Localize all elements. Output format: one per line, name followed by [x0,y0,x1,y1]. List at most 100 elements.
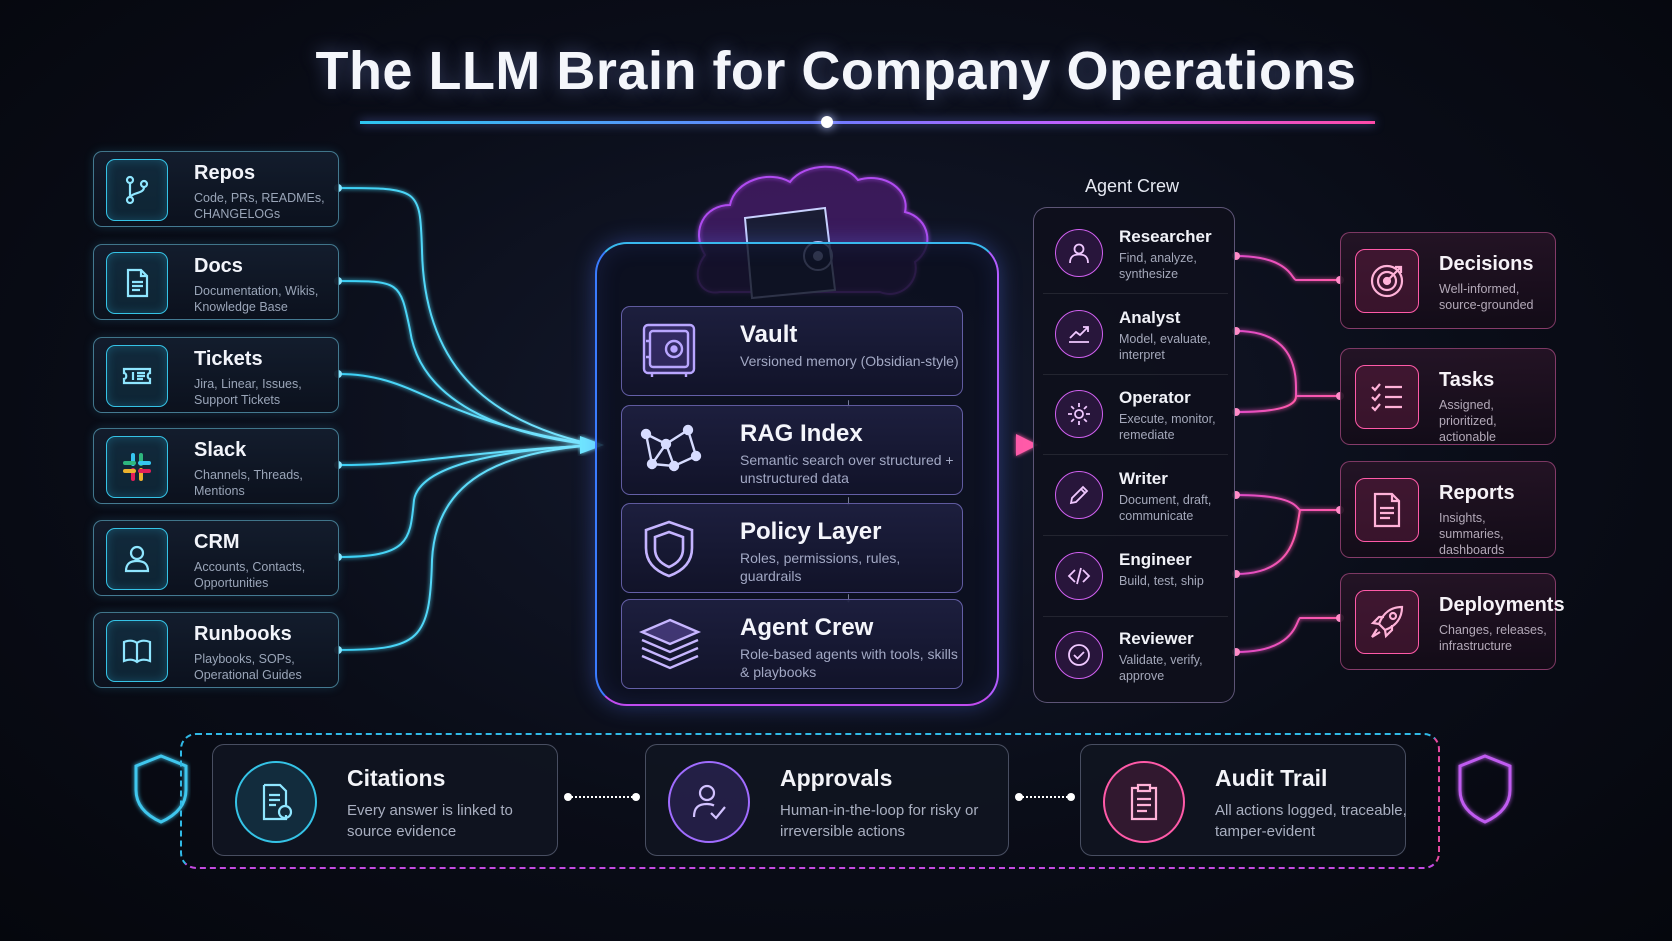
agent-engineer: Engineer Build, test, ship [1043,538,1228,617]
agent-title: Writer [1119,469,1168,488]
doc-badge-icon [235,761,317,843]
source-desc: Accounts, Contacts, Opportunities [194,560,306,590]
connector-dot [1067,793,1075,801]
governance-frame [180,733,1440,869]
connector-dot [1015,793,1023,801]
layer-desc: Versioned memory (Obsidian-style) [740,353,959,369]
connector-line [1019,796,1071,798]
source-card-slack: Slack Channels, Threads, Mentions [93,428,339,504]
down-arrow-icon: ↓ [845,589,852,605]
output-card-reports: Reports Insights, summaries, dashboards [1340,461,1556,558]
governance-card-citations: Citations Every answer is linked to sour… [212,744,558,856]
page-title: The LLM Brain for Company Operations [315,41,1357,101]
agent-writer: Writer Document, draft, communicate [1043,457,1228,536]
output-card-deployments: Deployments Changes, releases, infrastru… [1340,573,1565,670]
gear-icon [1055,390,1103,438]
agent-crew-panel [1033,207,1235,703]
layers-icon [638,614,702,679]
governance-card-approvals: Approvals Human-in-the-loop for risky or… [645,744,1009,856]
source-title: Runbooks [194,623,292,645]
output-desc: Changes, releases, infrastructure [1439,623,1547,653]
agent-analyst: Analyst Model, evaluate, interpret [1043,296,1228,375]
layer-title: RAG Index [740,420,863,447]
agent-desc: Model, evaluate, interpret [1119,332,1211,362]
check-circle-icon [1055,631,1103,679]
agent-desc: Execute, monitor, remediate [1119,412,1216,442]
source-card-runbooks: Runbooks Playbooks, SOPs, Operational Gu… [93,612,339,688]
git-branch-icon [106,159,168,221]
output-wires [1235,255,1340,653]
source-card-tickets: Tickets Jira, Linear, Issues, Support Ti… [93,337,339,413]
shield-icon [1458,754,1512,824]
connector-dot [564,793,572,801]
clipboard-icon [1103,761,1185,843]
book-icon [106,620,168,682]
output-title: Deployments [1439,594,1565,616]
source-desc: Channels, Threads, Mentions [194,468,303,498]
agent-title: Analyst [1119,308,1181,327]
slack-icon [106,436,168,498]
governance-desc: Human-in-the-loop for risky or irreversi… [780,802,979,840]
core-layer-rag-index: RAG Index Semantic search over structure… [621,405,963,495]
output-desc: Well-informed, source-grounded [1439,282,1534,312]
agent-title: Operator [1119,388,1191,407]
ticket-icon [106,345,168,407]
source-card-crm: CRM Accounts, Contacts, Opportunities [93,520,339,596]
output-title: Tasks [1439,369,1495,391]
output-desc: Assigned, prioritized, actionable [1439,398,1497,444]
source-title: Docs [194,255,243,277]
pencil-icon [1055,471,1103,519]
agent-desc: Document, draft, communicate [1119,493,1212,523]
layer-desc: Semantic search over structured + unstru… [740,452,954,486]
layer-desc: Roles, permissions, rules, guardrails [740,550,901,584]
person-icon [1055,229,1103,277]
core-layer-policy: Policy Layer Roles, permissions, rules, … [621,503,963,593]
connector-dot [632,793,640,801]
source-desc: Jira, Linear, Issues, Support Tickets [194,377,302,407]
title-underline-dot [821,116,833,128]
agent-researcher: Researcher Find, analyze, synthesize [1043,215,1228,294]
governance-desc: All actions logged, traceable, tamper-ev… [1215,802,1407,840]
document-icon [106,252,168,314]
title-underline [360,121,1375,124]
source-title: Tickets [194,348,263,370]
input-wires [337,187,596,651]
governance-title: Approvals [780,765,893,791]
output-title: Decisions [1439,253,1534,275]
source-desc: Documentation, Wikis, Knowledge Base [194,284,319,314]
layer-title: Policy Layer [740,518,882,545]
layer-desc: Role-based agents with tools, skills & p… [740,646,958,680]
output-desc: Insights, summaries, dashboards [1439,511,1505,557]
source-desc: Playbooks, SOPs, Operational Guides [194,652,302,682]
agent-title: Reviewer [1119,629,1194,648]
agent-title: Researcher [1119,227,1212,246]
input-arrow [580,436,604,454]
source-title: CRM [194,531,240,553]
chart-line-icon [1055,310,1103,358]
agent-operator: Operator Execute, monitor, remediate [1043,376,1228,455]
layer-title: Vault [740,321,798,348]
source-title: Slack [194,439,247,461]
target-icon [1355,249,1419,313]
source-desc: Code, PRs, READMEs, CHANGELOGs [194,191,325,221]
governance-title: Citations [347,765,446,791]
shield-icon [134,754,188,824]
code-icon [1055,552,1103,600]
agent-desc: Build, test, ship [1119,574,1204,588]
source-card-docs: Docs Documentation, Wikis, Knowledge Bas… [93,244,339,320]
output-card-tasks: Tasks Assigned, prioritized, actionable [1340,348,1556,445]
source-title: Repos [194,162,256,184]
graph-icon [638,420,702,485]
source-card-repos: Repos Code, PRs, READMEs, CHANGELOGs [93,151,339,227]
agent-desc: Validate, verify, approve [1119,653,1203,683]
checklist-icon [1355,365,1419,429]
output-title: Reports [1439,482,1515,504]
output-card-decisions: Decisions Well-informed, source-grounded [1340,232,1556,329]
agent-reviewer: Reviewer Validate, verify, approve [1043,617,1228,695]
agent-desc: Find, analyze, synthesize [1119,251,1197,281]
person-check-icon [668,761,750,843]
core-layer-agent-crew: Agent Crew Role-based agents with tools,… [621,599,963,689]
connector-line [568,796,636,798]
down-arrow-icon: ↓ [845,492,852,508]
safe-icon [638,321,700,386]
